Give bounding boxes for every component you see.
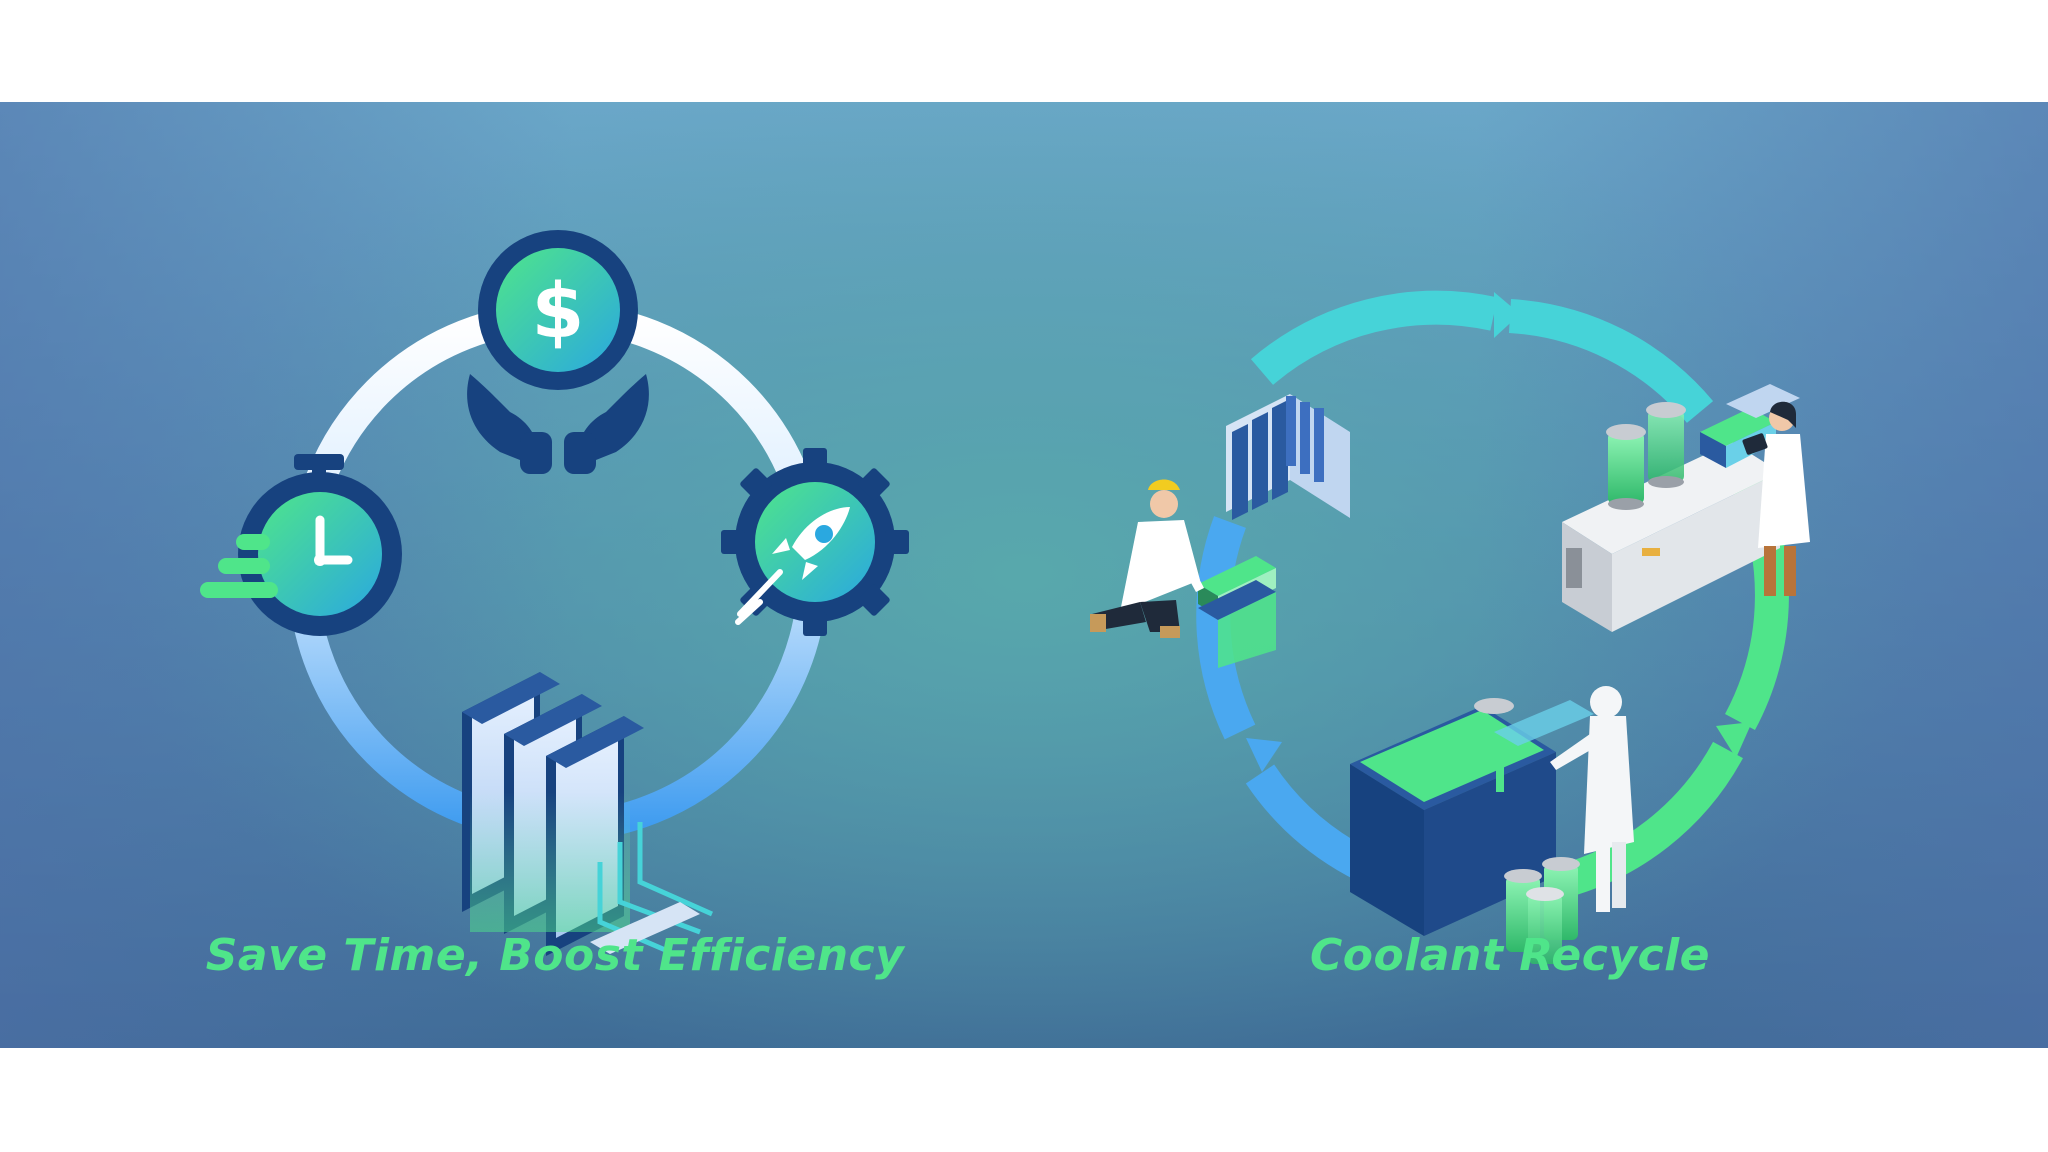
cycle-arc-left — [1196, 516, 1256, 740]
rocket-gear-icon — [721, 448, 909, 636]
svg-text:$: $ — [532, 266, 585, 355]
coolant-tank-icon — [1350, 700, 1594, 936]
efficiency-cycle: $ — [200, 230, 909, 956]
caption-coolant-recycle: Coolant Recycle — [1310, 930, 1710, 981]
engineer-figure-icon — [1090, 479, 1204, 638]
lab-machine-icon — [1562, 384, 1800, 632]
coolant-canisters-stack — [1504, 857, 1580, 964]
radiator-module-icon — [1198, 394, 1350, 668]
caption-save-time: Save Time, Boost Efficiency — [205, 930, 905, 981]
cleanroom-worker-figure — [1474, 686, 1634, 912]
coolant-canister-icon — [1606, 402, 1686, 510]
illustration-canvas: $ — [200, 230, 1810, 964]
coolant-recycle-cycle — [1090, 290, 1810, 964]
stopwatch-icon — [200, 454, 402, 636]
hero-banner: $ — [0, 102, 2048, 1048]
dollar-coin-icon: $ — [478, 230, 638, 390]
server-racks-icon — [462, 672, 714, 956]
speed-lines — [200, 534, 278, 598]
cycle-arc-top-right — [1508, 299, 1714, 424]
cycle-arc-top — [1250, 290, 1498, 386]
cycle-arrowheads — [1246, 292, 1752, 772]
lab-technician-figure — [1742, 401, 1810, 596]
hands-icon — [467, 374, 649, 474]
cycle-arc-bottom-right — [1555, 741, 1743, 899]
